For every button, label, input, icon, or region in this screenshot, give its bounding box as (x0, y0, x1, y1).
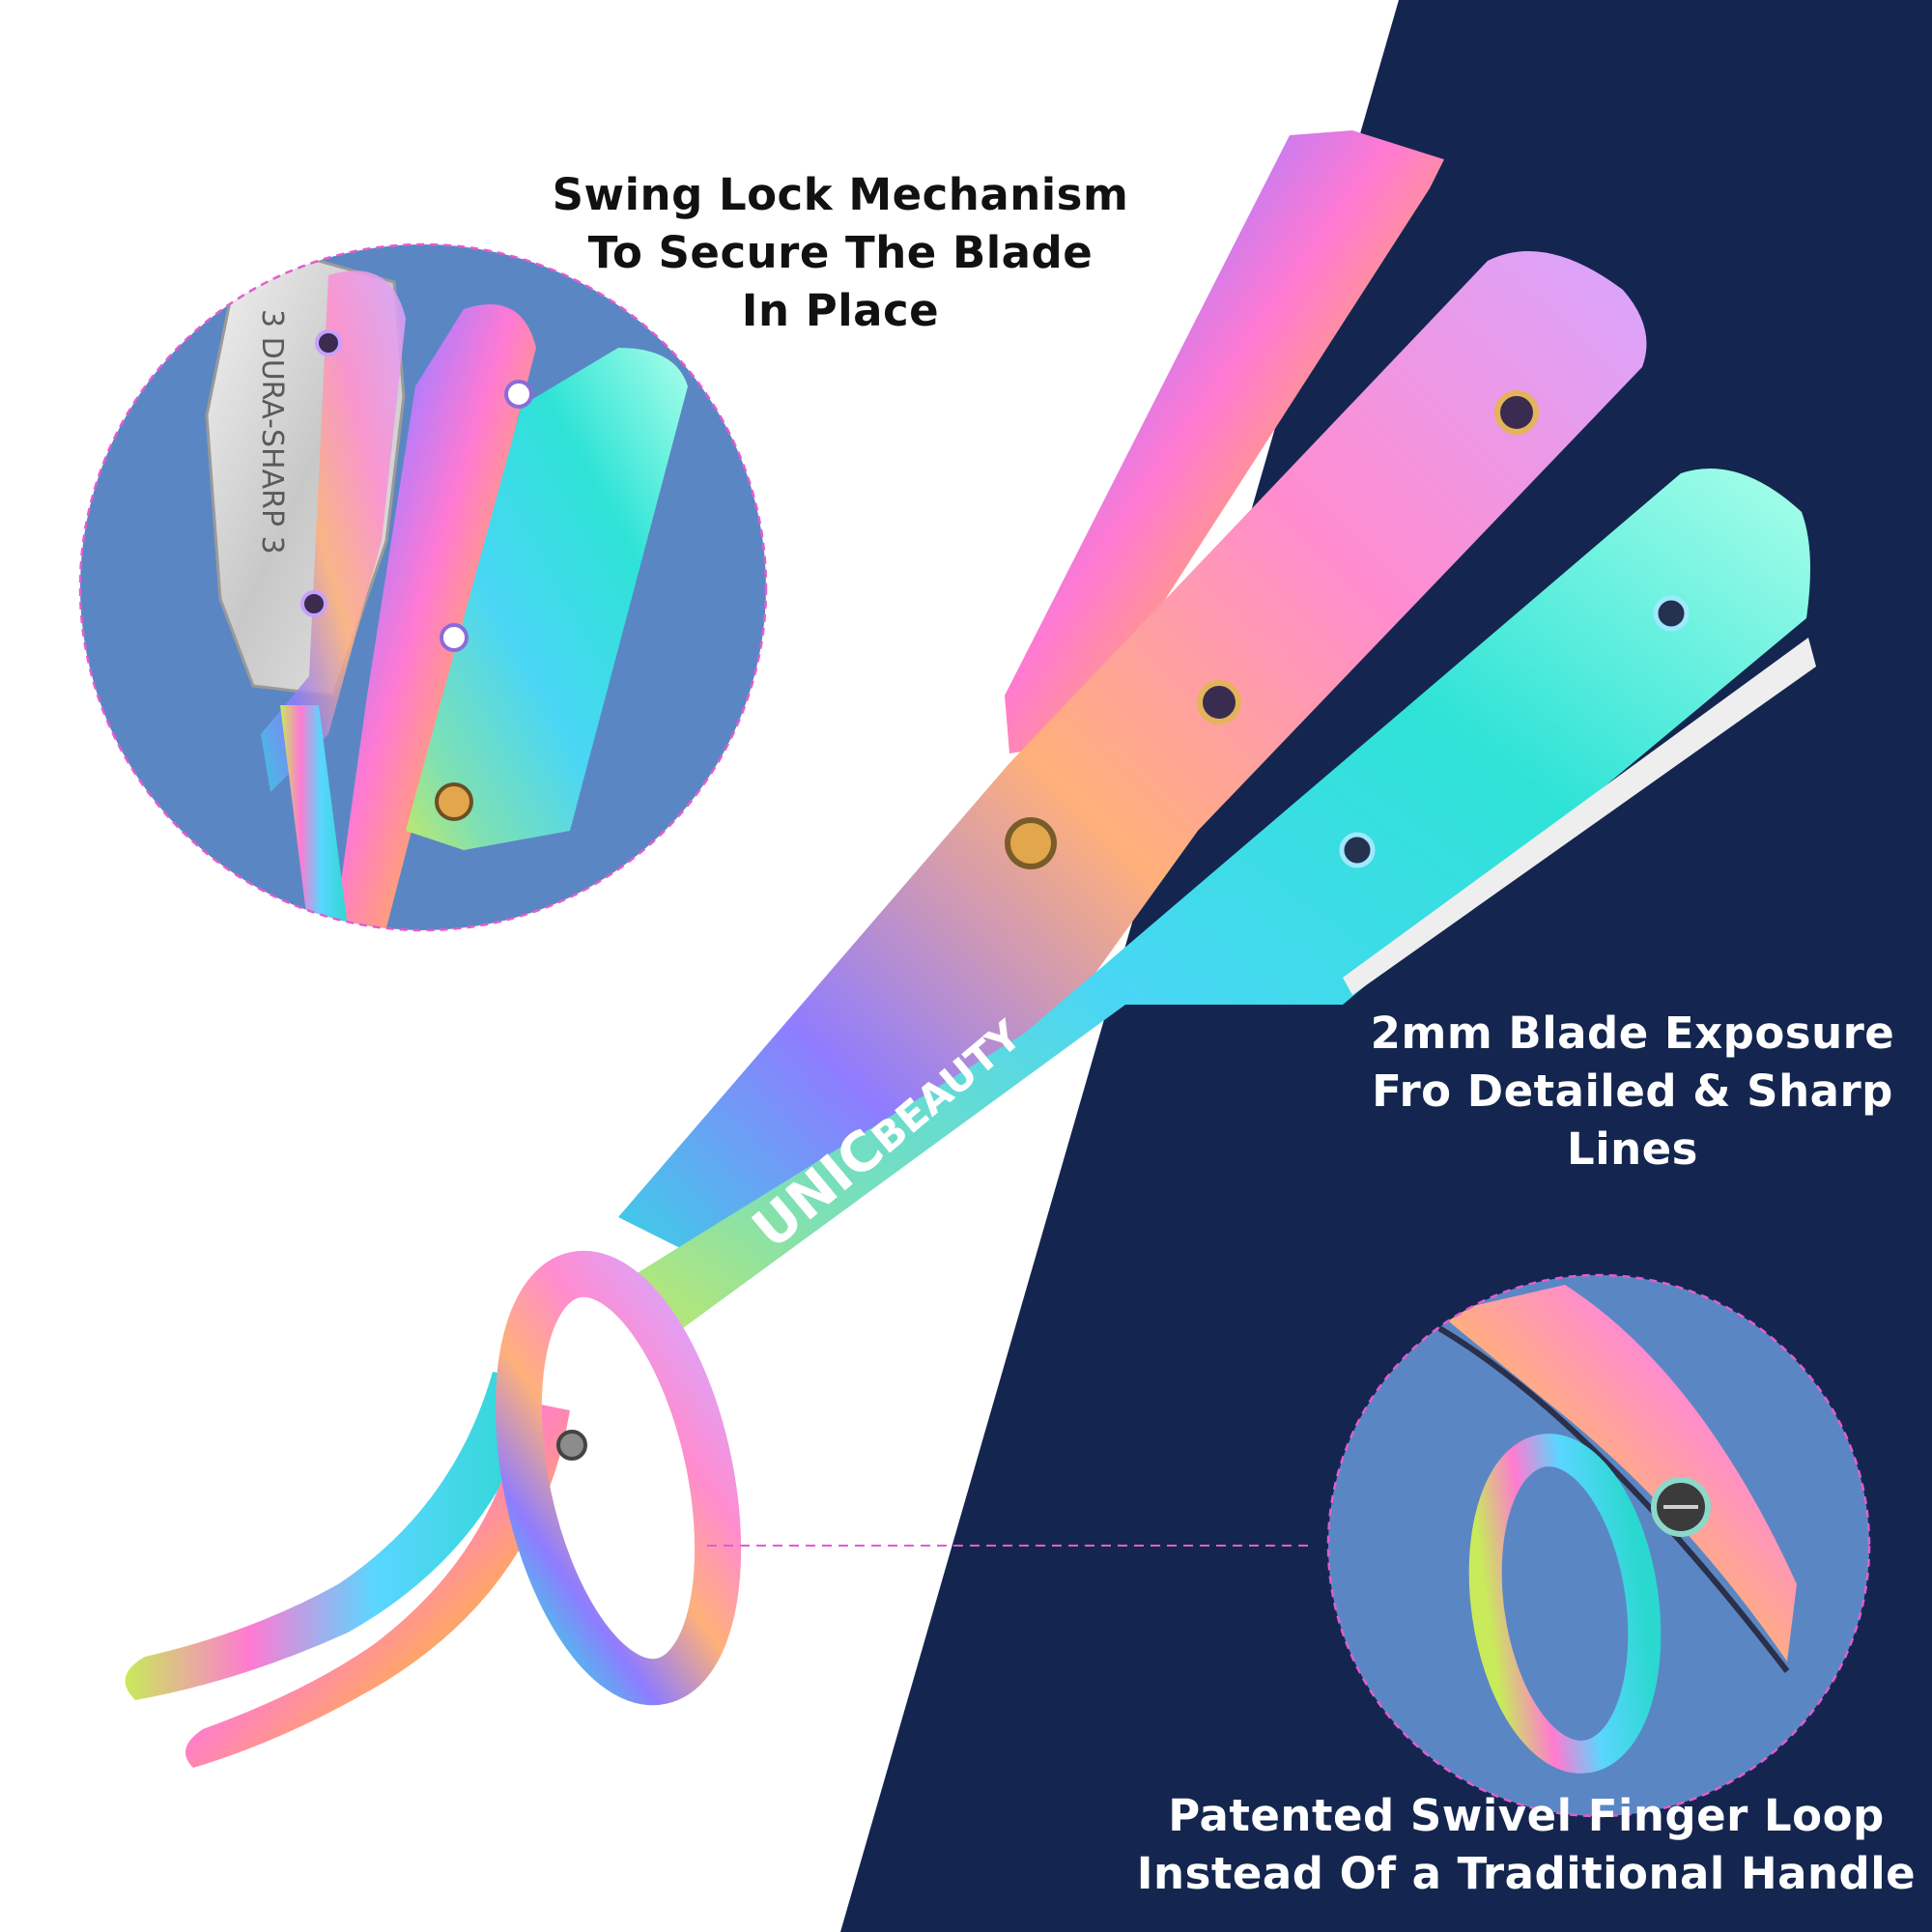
pivot-pin (1005, 817, 1057, 869)
pivot-hole (1494, 390, 1539, 435)
caption-line: In Place (741, 285, 940, 336)
exposed-blade (1343, 638, 1816, 995)
inset-hole (504, 380, 533, 409)
loop-screw (556, 1430, 587, 1461)
caption-line: Lines (1567, 1123, 1698, 1175)
caption-line: To Secure The Blade (587, 227, 1094, 278)
inset-hole (440, 623, 469, 652)
loop-arm-close-up (1439, 1285, 1797, 1662)
blade-imprint: 3 DURA-SHARP 3 (255, 309, 289, 554)
inset-dashed-outline (78, 242, 768, 932)
inset-hole (300, 590, 327, 617)
lock-arm-back (261, 270, 406, 792)
pivot-hole (1339, 832, 1376, 868)
razor-back-cover (1005, 130, 1444, 753)
lock-pin (435, 782, 473, 821)
finger-loop-inset (1326, 1273, 1871, 1818)
razor-main: UNICBEAUTY (125, 130, 1816, 1768)
caption-line: Patented Swivel Finger Loop (1168, 1790, 1885, 1841)
pivot-hole (1197, 680, 1241, 724)
lock-shank (280, 705, 348, 930)
caption-line: Fro Detailed & Sharp (1372, 1065, 1893, 1117)
caption-blade-exposure: 2mm Blade Exposure Fro Detailed & Sharp … (1352, 1005, 1913, 1179)
caption-swing-lock: Swing Lock Mechanism To Secure The Blade… (502, 166, 1179, 340)
caption-line: 2mm Blade Exposure (1370, 1008, 1895, 1059)
inset-hole (315, 329, 342, 356)
finger-loop-close-up (1468, 1434, 1662, 1774)
caption-line: Swing Lock Mechanism (552, 169, 1129, 220)
lock-cover-front (406, 348, 688, 850)
caption-finger-loop: Patented Swivel Finger Loop Instead Of a… (1130, 1787, 1922, 1903)
finger-loop (495, 1250, 742, 1706)
razor-middle-cover (618, 251, 1647, 1256)
loop-arm-edge (1437, 1325, 1790, 1673)
swing-lock-inset: 3 DURA-SHARP 3 (78, 242, 768, 932)
inset-dashed-outline (1326, 1273, 1871, 1818)
razor-front-cover (618, 469, 1810, 1333)
pivot-hole (1653, 595, 1690, 632)
lock-cover-middle (333, 304, 536, 930)
caption-line: Instead Of a Traditional Handle (1136, 1848, 1917, 1899)
inset-circle-background (1328, 1275, 1869, 1816)
